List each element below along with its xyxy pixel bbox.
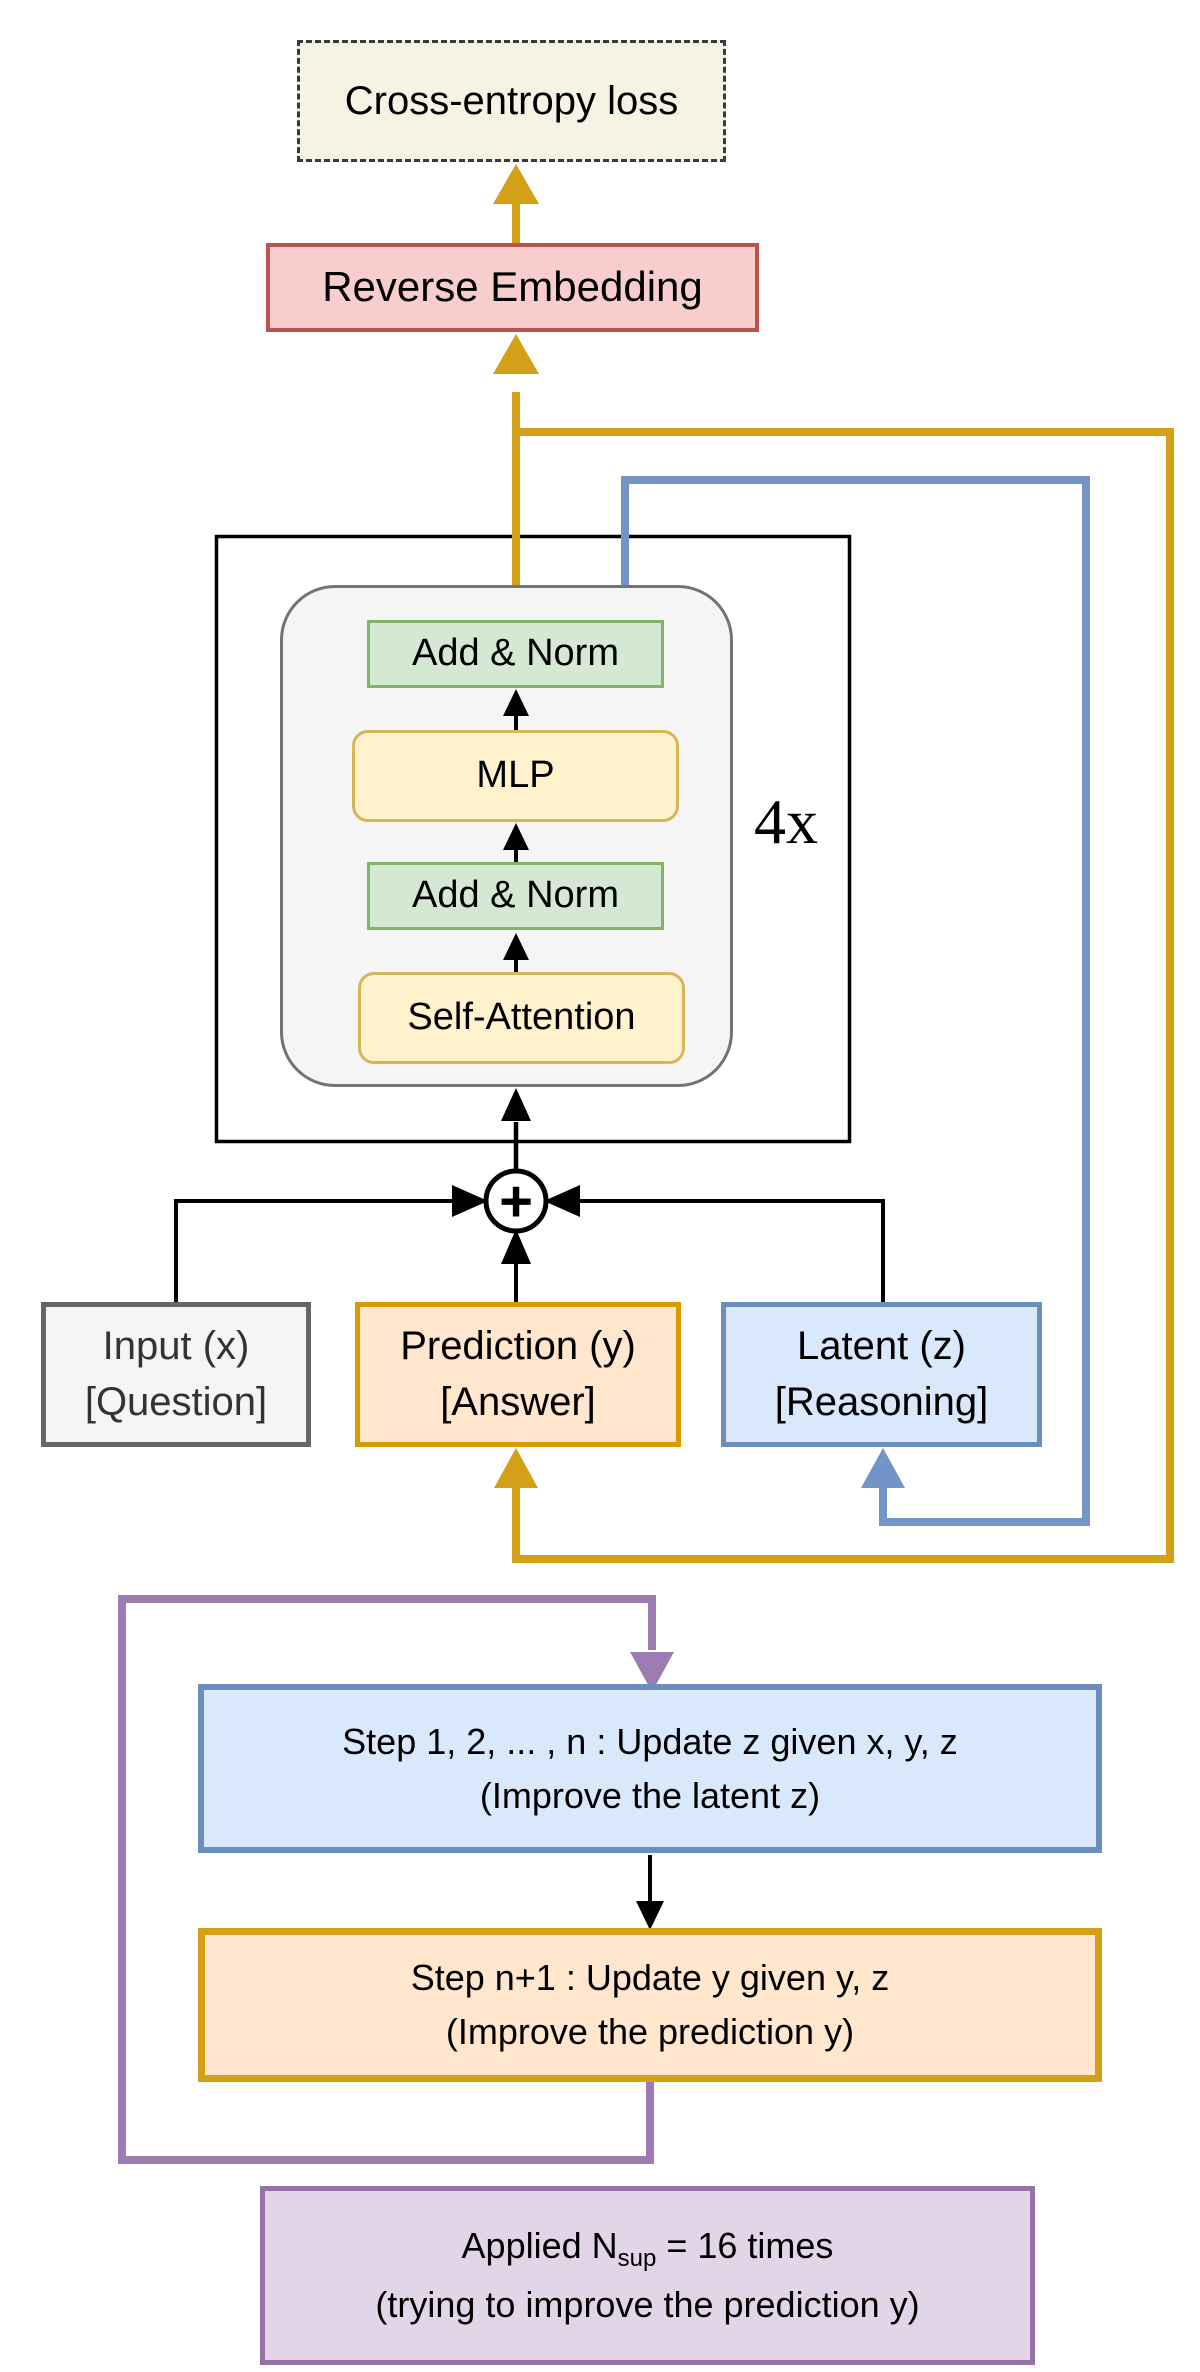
update-z-step-box: Step 1, 2, ... , n : Update z given x, y… [198, 1684, 1102, 1853]
self-attention-box: Self-Attention [358, 972, 685, 1064]
purple-supervision-loop-arrow [118, 1595, 674, 2164]
prediction-y-label: Prediction (y) [400, 1324, 636, 1369]
cross-entropy-loss-box: Cross-entropy loss [297, 40, 726, 162]
prediction-y-box: Prediction (y) [Answer] [355, 1302, 681, 1447]
plus-icon: + [499, 1169, 533, 1234]
applied-line2: (trying to improve the prediction y) [375, 2283, 920, 2325]
input-x-sublabel: [Question] [84, 1379, 268, 1424]
latent-z-box: Latent (z) [Reasoning] [721, 1302, 1042, 1447]
input-x-label: Input (x) [102, 1324, 250, 1369]
applied-times-box: Applied Nsup = 16 times (trying to impro… [260, 2186, 1035, 2365]
update-y-line2: (Improve the prediction y) [445, 2011, 855, 2052]
transformer-outer-box [214, 534, 852, 1144]
reverse-embedding-box: Reverse Embedding [266, 243, 759, 332]
mlp-to-addnorm-arrow [503, 689, 529, 730]
blue-latent-feedback-arrow [621, 476, 1090, 1526]
step-transition-arrow [636, 1855, 664, 1930]
latent-z-sublabel: [Reasoning] [774, 1379, 989, 1424]
input-x-box: Input (x) [Question] [41, 1302, 311, 1447]
latent-to-sum-connector [544, 1185, 885, 1302]
input-to-sum-connector [174, 1185, 488, 1302]
repeat-count-label: 4x [754, 786, 818, 858]
prediction-y-sublabel: [Answer] [440, 1379, 596, 1424]
applied-subscript: sup [617, 2245, 657, 2273]
add-norm-top-box: Add & Norm [367, 620, 664, 688]
prediction-to-sum-connector [501, 1229, 531, 1302]
mlp-box: MLP [352, 730, 679, 822]
update-y-line1: Step n+1 : Update y given y, z [410, 1957, 890, 1998]
reverse-embedding-label: Reverse Embedding [322, 263, 703, 311]
selfattention-to-addnorm-arrow [503, 933, 529, 972]
applied-line1: Applied Nsup = 16 times [461, 2225, 834, 2273]
gold-loss-arrow [493, 164, 539, 244]
sum-node: + [483, 1168, 549, 1234]
addnorm-to-mlp-arrow [503, 823, 529, 862]
latent-z-label: Latent (z) [797, 1324, 966, 1369]
add-norm-bottom-box: Add & Norm [367, 862, 664, 930]
sum-to-transformer-arrow [501, 1088, 531, 1170]
cross-entropy-loss-label: Cross-entropy loss [344, 79, 679, 123]
gold-prediction-feedback-arrow [494, 428, 1174, 1563]
update-z-line2: (Improve the latent z) [479, 1774, 821, 1816]
gold-output-arrow [493, 334, 539, 600]
update-y-step-box: Step n+1 : Update y given y, z (Improve … [198, 1928, 1102, 2082]
update-z-line1: Step 1, 2, ... , n : Update z given x, y… [342, 1720, 958, 1762]
